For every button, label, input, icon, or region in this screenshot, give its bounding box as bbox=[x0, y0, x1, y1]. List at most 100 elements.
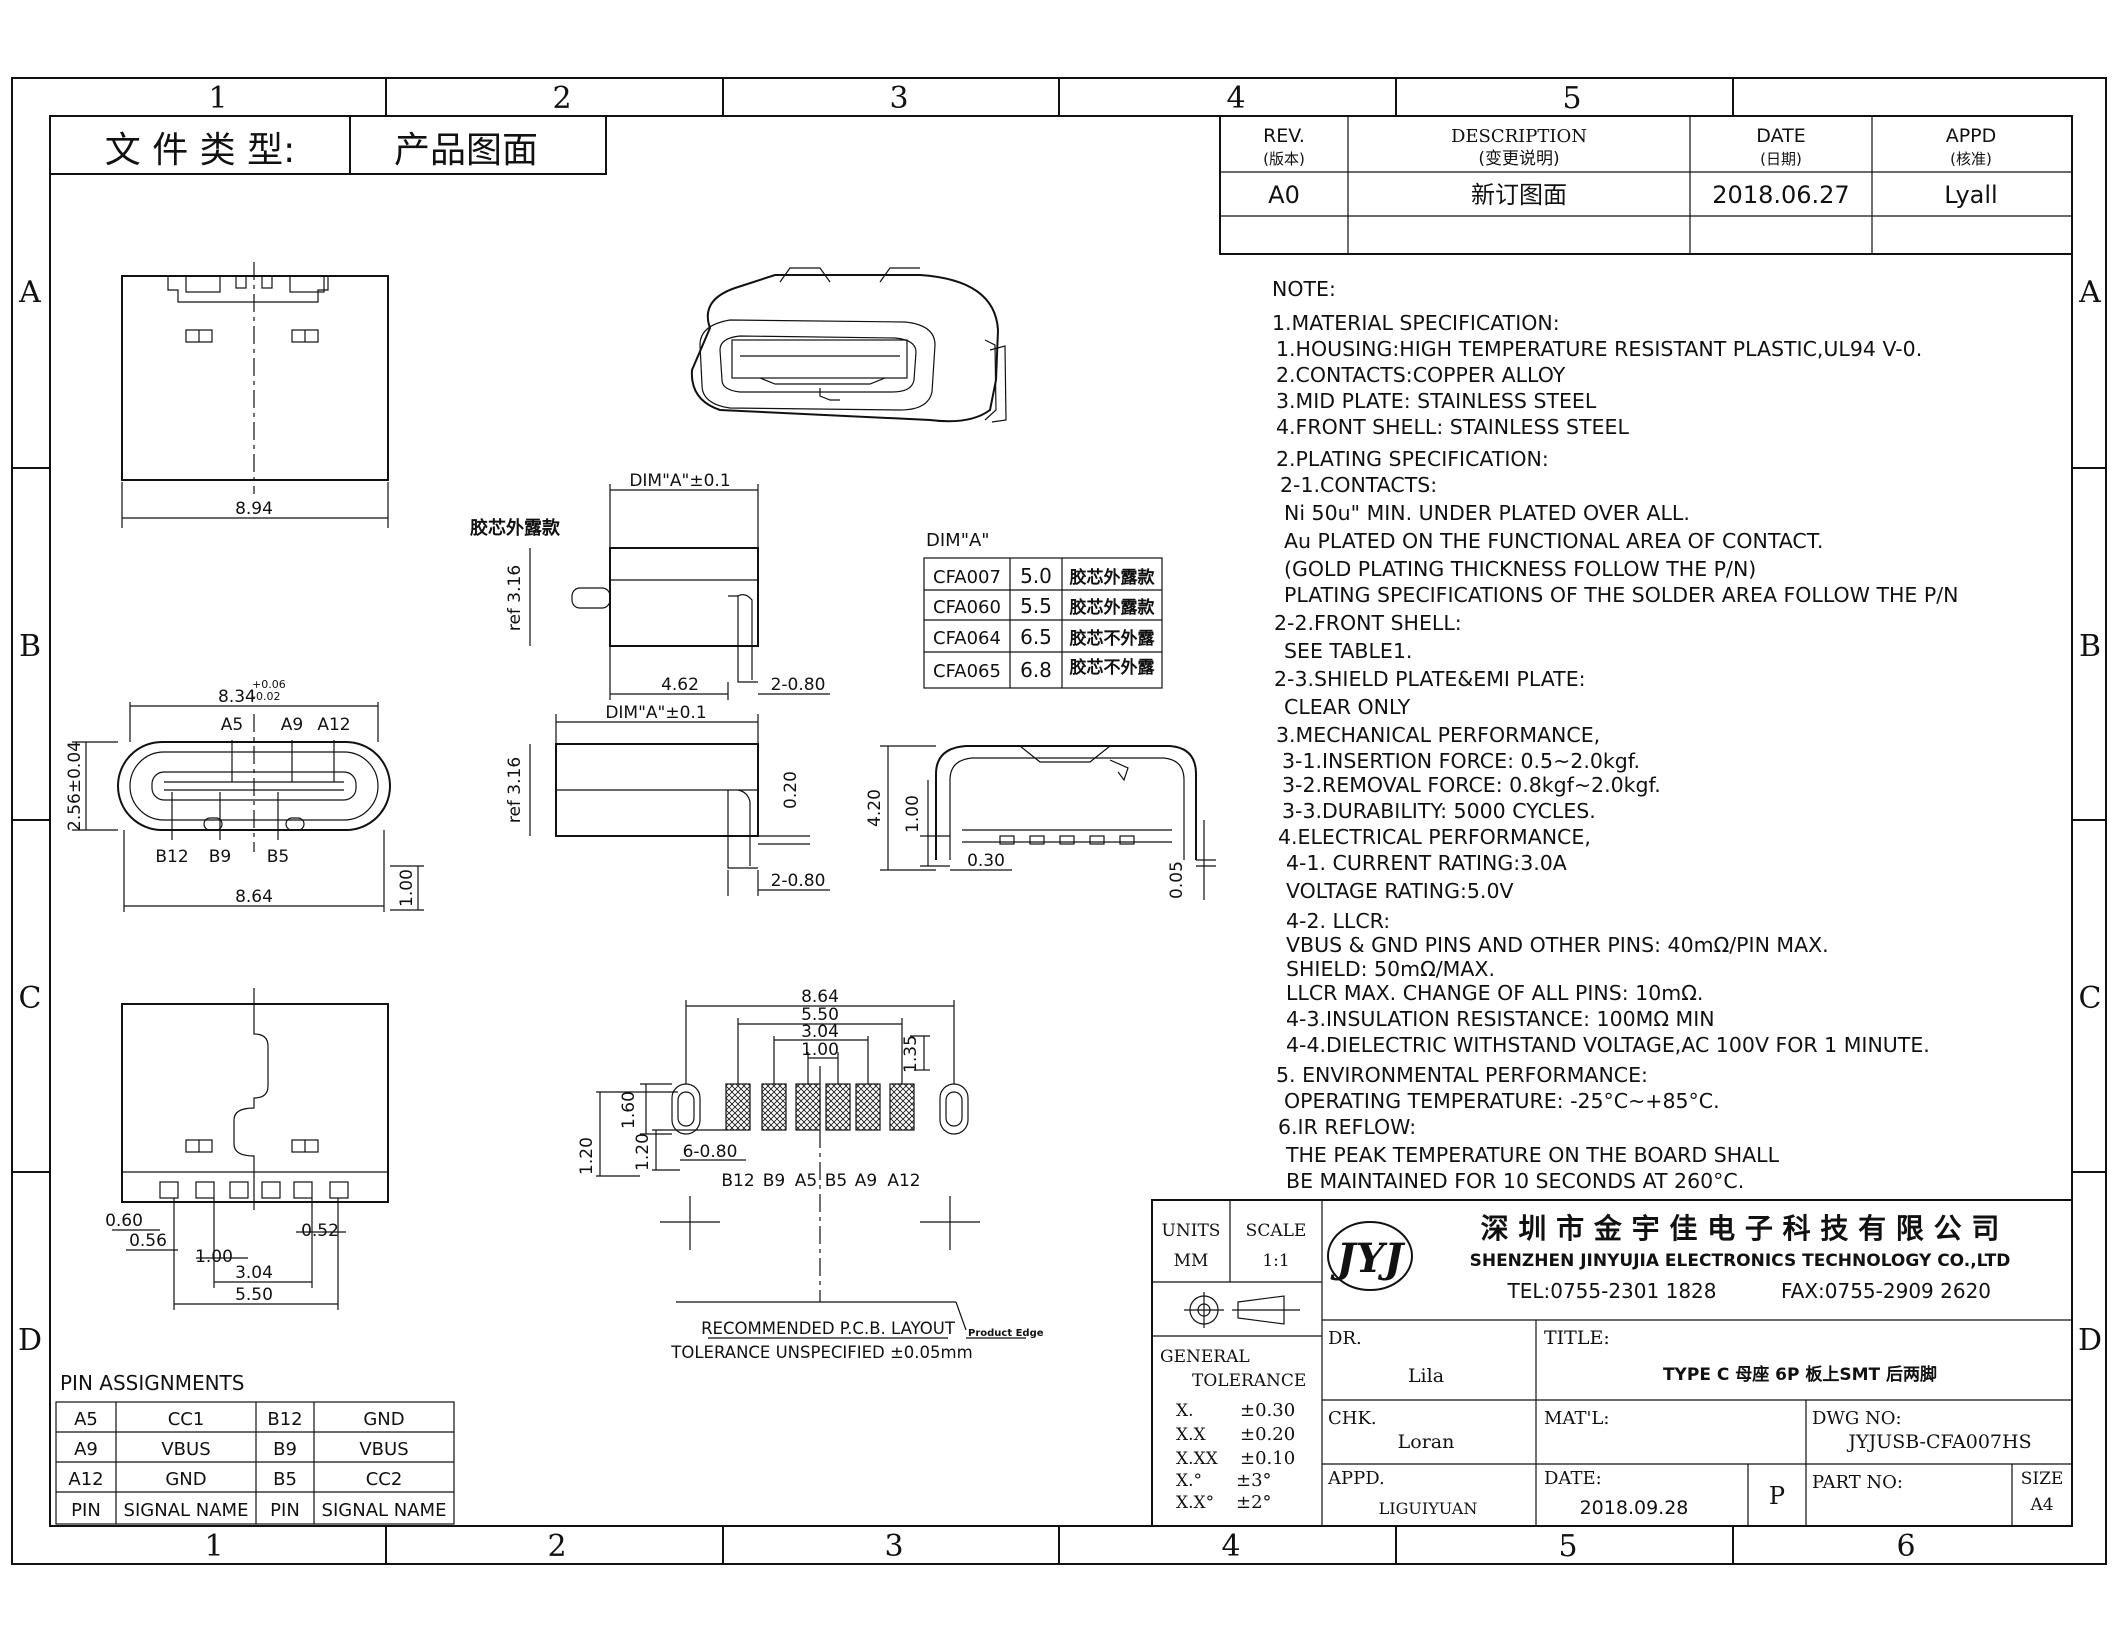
tol-value: ±2° bbox=[1236, 1492, 1272, 1513]
tol-value: ±0.20 bbox=[1240, 1424, 1295, 1445]
date-value: 2018.06.27 bbox=[1712, 181, 1849, 209]
desc-header-cn: (变更说明) bbox=[1478, 149, 1559, 169]
dim-a-cell: CFA064 bbox=[933, 628, 1001, 649]
pa-cell: B9 bbox=[273, 1439, 297, 1460]
title-label: TITLE: bbox=[1544, 1327, 1610, 1349]
appd-header-cn: (核准) bbox=[1950, 150, 1992, 168]
note-line: 1.HOUSING:HIGH TEMPERATURE RESISTANT PLA… bbox=[1276, 337, 1922, 361]
dim-a-cell: 6.5 bbox=[1020, 625, 1052, 649]
date-value: 2018.09.28 bbox=[1580, 1497, 1689, 1519]
dim-text: ref 3.16 bbox=[505, 565, 525, 631]
product-edge-label: Product Edge bbox=[968, 1328, 1044, 1339]
dim-a-cell: CFA060 bbox=[933, 597, 1001, 618]
pa-cell: PIN bbox=[270, 1500, 300, 1521]
company-fax: FAX:0755-2909 2620 bbox=[1781, 1279, 1991, 1303]
note-line: 4.FRONT SHELL: STAINLESS STEEL bbox=[1276, 415, 1629, 439]
col-label: 3 bbox=[884, 1529, 903, 1564]
dim-text: 6-0.80 bbox=[683, 1142, 738, 1162]
tol-key: X. bbox=[1176, 1401, 1194, 1421]
size-value: A4 bbox=[2029, 1495, 2053, 1515]
rev-header: REV. bbox=[1263, 125, 1305, 147]
pcb-pin-label: A9 bbox=[855, 1171, 877, 1191]
dim-text: 0.56 bbox=[129, 1231, 167, 1251]
dim-text: 5.50 bbox=[235, 1285, 273, 1305]
col-label: 4 bbox=[1221, 1529, 1240, 1564]
dim-text: 4.20 bbox=[865, 789, 885, 827]
outer-border bbox=[11, 77, 2107, 1565]
note-line: VOLTAGE RATING:5.0V bbox=[1286, 879, 1514, 903]
note-line: (GOLD PLATING THICKNESS FOLLOW THE P/N) bbox=[1284, 557, 1756, 581]
dim-text: 5.50 bbox=[801, 1005, 839, 1025]
pa-cell: B12 bbox=[267, 1409, 302, 1430]
pin-assign-title: PIN ASSIGNMENTS bbox=[60, 1371, 244, 1395]
pcb-pin-label: B9 bbox=[763, 1171, 785, 1191]
col-label: 4 bbox=[1226, 81, 1245, 116]
col-label: 6 bbox=[1896, 1529, 1915, 1564]
note-line: 2-3.SHIELD PLATE&EMI PLATE: bbox=[1274, 667, 1586, 691]
title-value: TYPE C 母座 6P 板上SMT 后两脚 bbox=[1663, 1364, 1937, 1385]
pcb-layout: 8.64 5.50 3.04 1.00 1.35 1.60 1.20 1.20 … bbox=[577, 987, 1044, 1362]
note-line: NOTE: bbox=[1272, 277, 1336, 301]
row-label: C bbox=[19, 981, 42, 1016]
tolerance-label: TOLERANCE bbox=[1192, 1371, 1306, 1391]
note-line: 4-2. LLCR: bbox=[1286, 909, 1390, 933]
pa-cell: SIGNAL NAME bbox=[322, 1500, 447, 1521]
note-line: VBUS & GND PINS AND OTHER PINS: 40mΩ/PIN… bbox=[1286, 933, 1829, 957]
col-label: 1 bbox=[204, 1529, 223, 1564]
logo-text: JYJ bbox=[1330, 1235, 1406, 1282]
company-logo: JYJ bbox=[1327, 1221, 1413, 1291]
pa-cell: CC2 bbox=[366, 1469, 403, 1490]
dwg-label: DWG NO: bbox=[1812, 1408, 1902, 1429]
dim-text: 0.52 bbox=[301, 1221, 339, 1241]
desc-header: DESCRIPTION bbox=[1451, 126, 1587, 147]
projection-symbol bbox=[1184, 1292, 1300, 1328]
pa-cell: CC1 bbox=[168, 1409, 205, 1430]
date-header: DATE bbox=[1756, 125, 1805, 147]
dim-text: 1.00 bbox=[903, 795, 923, 833]
pcb-pin-label: B5 bbox=[825, 1171, 847, 1191]
note-line: PLATING SPECIFICATIONS OF THE SOLDER ARE… bbox=[1284, 583, 1958, 607]
inner-border bbox=[49, 115, 2073, 1527]
note-line: 2-2.FRONT SHELL: bbox=[1274, 611, 1462, 635]
rev-value: A0 bbox=[1268, 181, 1300, 209]
dim-text: 1.35 bbox=[901, 1035, 921, 1073]
dim-text: 0.20 bbox=[781, 771, 801, 809]
dim-text: 0.05 bbox=[1167, 861, 1187, 899]
tol-key: X.X° bbox=[1176, 1493, 1214, 1513]
pa-cell: VBUS bbox=[359, 1439, 408, 1460]
dim-text: 2.56±0.04 bbox=[65, 741, 85, 831]
dim-text: 8.64 bbox=[801, 987, 839, 1007]
pin-label: B9 bbox=[209, 847, 231, 867]
dim-a-title: DIM"A" bbox=[926, 530, 990, 551]
desc-value: 新订图面 bbox=[1471, 181, 1567, 209]
dim-a-cell: 胶芯外露款 bbox=[1070, 597, 1156, 618]
dr-label: DR. bbox=[1328, 1328, 1362, 1349]
note-line: 3-1.INSERTION FORCE: 0.5~2.0kgf. bbox=[1282, 749, 1640, 773]
dr-value: Lila bbox=[1408, 1365, 1444, 1387]
pin-assignments: PIN ASSIGNMENTS A5 CC1 B12 GND A9 VBUS B… bbox=[55, 1371, 455, 1525]
dim-text: 1.00 bbox=[397, 869, 417, 907]
tol-value: ±3° bbox=[1236, 1470, 1272, 1491]
appd-value: LIGUIYUAN bbox=[1379, 1499, 1478, 1518]
tol-key: X.XX bbox=[1176, 1449, 1219, 1469]
zone-labels: 1 2 3 4 5 1 2 3 4 5 6 A B C D A B C D bbox=[18, 81, 2102, 1564]
note-line: CLEAR ONLY bbox=[1284, 695, 1411, 719]
pa-cell: GND bbox=[363, 1409, 404, 1430]
row-label: C bbox=[2079, 981, 2102, 1016]
dim-a-cell: 胶芯外露款 bbox=[1070, 567, 1156, 588]
date-header-cn: (日期) bbox=[1760, 150, 1802, 168]
dim-text: 8.64 bbox=[235, 887, 273, 907]
scale-value: 1:1 bbox=[1262, 1251, 1289, 1271]
dim-a-cell: 胶芯不外露 bbox=[1070, 628, 1156, 649]
pa-cell: A5 bbox=[74, 1409, 98, 1430]
dim-text: 2-0.80 bbox=[771, 675, 826, 695]
chk-label: CHK. bbox=[1328, 1408, 1377, 1429]
rear-view: 4.20 1.00 0.30 0.05 bbox=[865, 745, 1216, 900]
pcb-pin-label: A5 bbox=[795, 1171, 817, 1191]
dim-text: DIM"A"±0.1 bbox=[629, 471, 730, 491]
pa-cell: PIN bbox=[71, 1500, 101, 1521]
dwg-value: JYJUSB-CFA007HS bbox=[1846, 1431, 2031, 1453]
dim-text: 8.34 bbox=[218, 687, 256, 707]
pcb-tolerance: TOLERANCE UNSPECIFIED ±0.05mm bbox=[670, 1343, 972, 1362]
